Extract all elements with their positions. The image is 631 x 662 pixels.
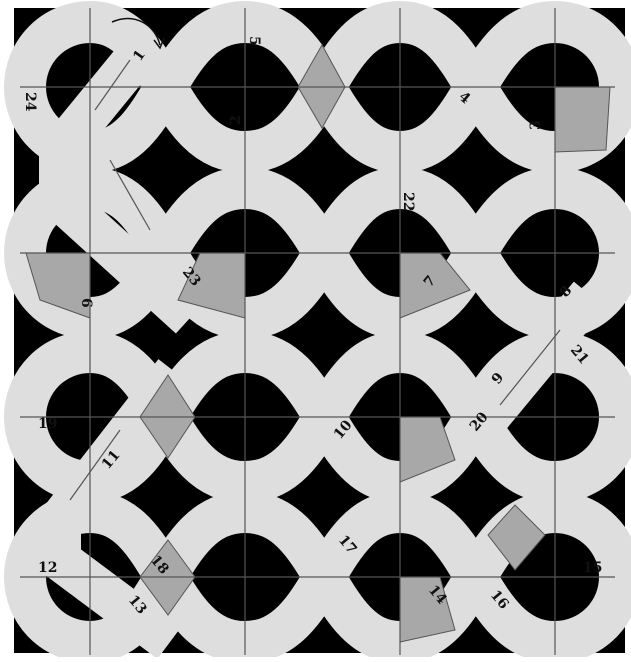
label-2: 2: [228, 115, 244, 125]
label-15: 15: [583, 560, 602, 576]
label-5: 5: [246, 36, 262, 46]
label-6: 6: [78, 298, 94, 308]
label-19: 19: [38, 416, 57, 432]
label-22: 22: [400, 192, 416, 211]
shaded-cell-r1-right-end: [555, 87, 610, 152]
label-3: 3: [528, 120, 544, 130]
label-24: 24: [22, 92, 38, 112]
label-12: 12: [38, 560, 57, 576]
